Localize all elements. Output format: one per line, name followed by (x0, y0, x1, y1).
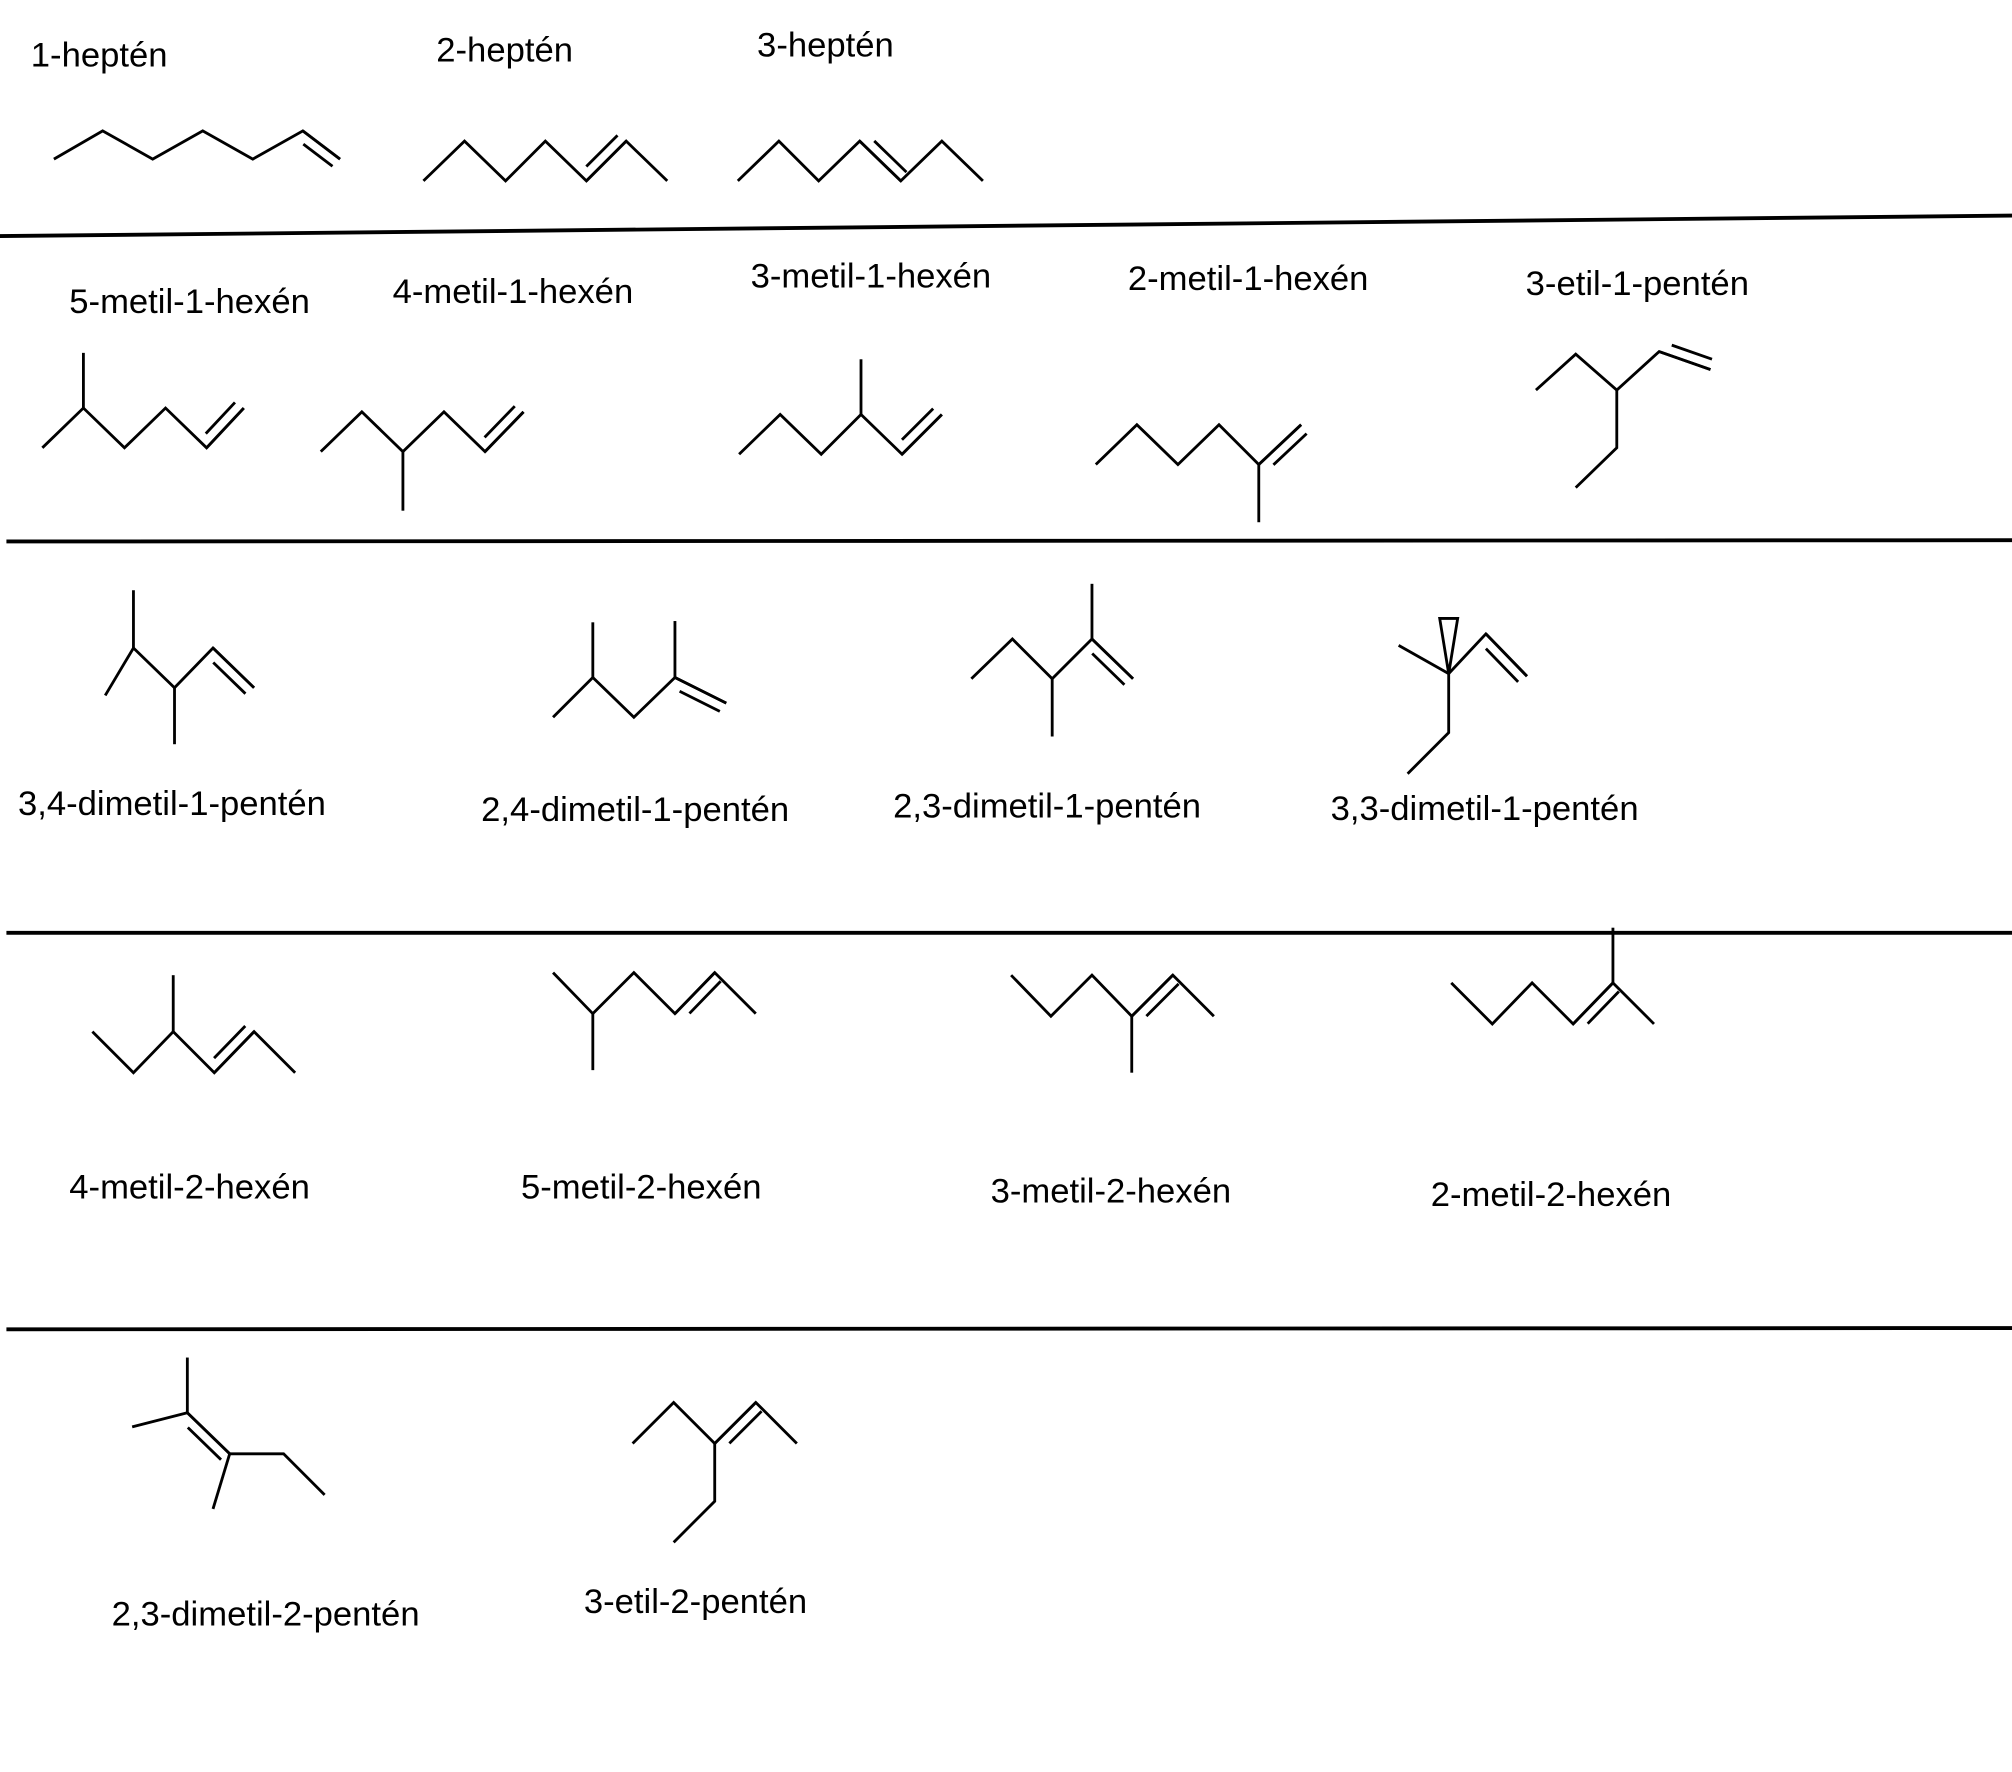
label-4-methyl-2-hexene: 4-metil-2-hexén (69, 1168, 310, 1206)
double-bond-line (1090, 637, 1135, 680)
molecule-3-4-dimethyl-1-pentene (104, 590, 256, 745)
double-bond-line (1145, 982, 1180, 1018)
double-bond-line (1484, 647, 1520, 683)
double-bond-line (873, 139, 908, 174)
double-bond-line (1272, 432, 1308, 466)
double-bond-line (673, 971, 716, 1015)
molecule-3-3-dimethyl-1-pentene (1397, 617, 1528, 775)
wedge-bond (1438, 617, 1460, 674)
double-bond-line (728, 1410, 763, 1445)
row-separator (0, 213, 2012, 239)
molecule-3-methyl-2-hexene (1010, 973, 1215, 1073)
molecule-4-methyl-2-hexene (91, 975, 297, 1075)
double-bond-line (186, 1411, 231, 1455)
label-5-methyl-1-hexene: 5-metil-1-hexén (69, 283, 310, 321)
double-bond-line (204, 401, 236, 435)
double-bond-line (901, 413, 943, 456)
double-bond-line (585, 140, 628, 182)
double-bond-line (212, 646, 256, 689)
molecule-2-methyl-1-hexene (1094, 422, 1308, 523)
molecule-2-4-dimethyl-1-pentene (552, 621, 727, 720)
molecule-4-methyl-1-hexene (319, 405, 525, 511)
molecule-2-3-dimethyl-1-pentene (970, 583, 1135, 737)
double-bond-line (186, 1426, 222, 1461)
molecule-2-heptene (422, 134, 669, 183)
double-bond-line (213, 1024, 247, 1060)
molecule-3-methyl-1-hexene (738, 359, 943, 457)
molecule-3-heptene (736, 139, 984, 183)
double-bond-line (1658, 350, 1711, 371)
double-bond-line (585, 134, 619, 168)
row-separator (6, 1326, 2012, 1332)
label-3-methyl-2-hexene: 3-metil-2-hexén (991, 1172, 1232, 1210)
double-bond-line (301, 129, 341, 161)
double-bond-line (302, 143, 334, 168)
double-bond-line (1572, 981, 1614, 1025)
label-2-heptene: 2-heptén (436, 32, 573, 70)
double-bond-line (713, 1401, 757, 1445)
double-bond-line (678, 690, 721, 713)
label-3-3-dimethyl-1-pentene: 3,3-dimetil-1-pentén (1331, 790, 1639, 828)
label-2-methyl-1-hexene: 2-metil-1-hexén (1128, 260, 1369, 298)
molecule-3-ethyl-1-pentene (1535, 343, 1713, 489)
label-3-ethyl-2-pentene: 3-etil-2-pentén (584, 1583, 807, 1621)
label-3-methyl-1-hexene: 3-metil-1-hexén (751, 257, 992, 295)
molecule-1-heptene (53, 129, 341, 168)
double-bond-line (1257, 423, 1303, 466)
label-5-methyl-2-hexene: 5-metil-2-hexén (521, 1168, 762, 1206)
molecule-2-3-dimethyl-2-pentene (131, 1357, 326, 1510)
label-2-3-dimethyl-2-pentene: 2,3-dimetil-2-pentén (112, 1596, 420, 1634)
molecule-3-ethyl-2-pentene (631, 1400, 798, 1544)
label-2-4-dimethyl-1-pentene: 2,4-dimetil-1-pentén (481, 791, 789, 829)
double-bond-line (205, 407, 245, 449)
molecule-5-methyl-2-hexene (552, 970, 757, 1071)
label-3-4-dimethyl-1-pentene: 3,4-dimetil-1-pentén (18, 785, 326, 823)
label-2-methyl-2-hexene: 2-metil-2-hexén (1431, 1176, 1672, 1214)
double-bond-line (213, 1030, 256, 1074)
double-bond-line (1671, 343, 1713, 361)
double-bond-line (900, 407, 935, 441)
double-bond-line (1091, 652, 1126, 686)
molecule-5-methyl-1-hexene (41, 352, 245, 450)
label-3-ethyl-1-pentene: 3-etil-1-pentén (1526, 265, 1749, 303)
label-3-heptene: 3-heptén (757, 26, 894, 64)
double-bond-line (483, 405, 516, 439)
label-4-methyl-1-hexene: 4-metil-1-hexén (393, 273, 634, 311)
label-1-heptene: 1-heptén (31, 37, 168, 75)
double-bond-line (484, 410, 525, 453)
double-bond-line (674, 676, 727, 705)
double-bond-line (1586, 990, 1620, 1025)
molecule-2-methyl-2-hexene (1450, 927, 1655, 1026)
double-bond-line (688, 980, 722, 1015)
double-bond-line (212, 661, 247, 695)
double-bond-line (858, 140, 902, 182)
row-separator (6, 538, 2012, 544)
double-bond-line (1484, 632, 1528, 678)
label-2-3-dimethyl-1-pentene: 2,3-dimetil-1-pentén (893, 787, 1201, 825)
double-bond-line (1130, 974, 1174, 1018)
